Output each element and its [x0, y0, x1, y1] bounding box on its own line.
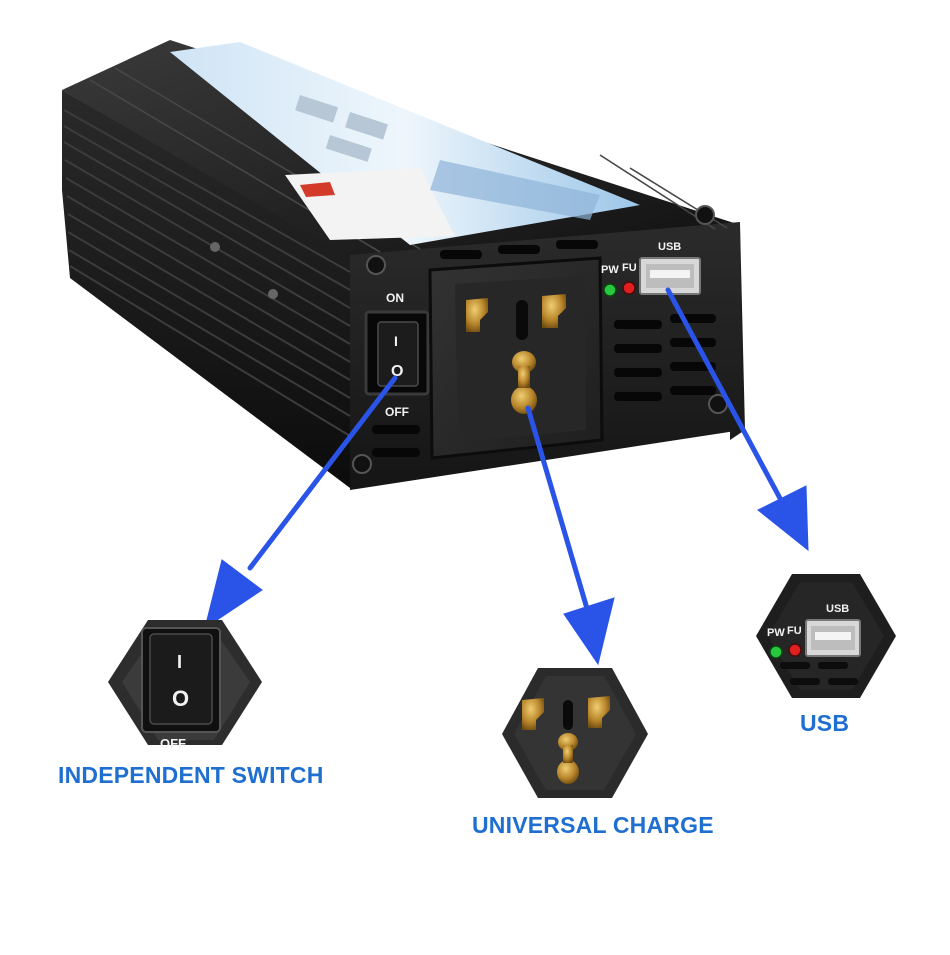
zoom-universal-outlet: [502, 668, 648, 798]
switch-on-symbol: I: [394, 333, 398, 349]
caption-usb: USB: [800, 710, 850, 736]
zoom-switch-off-label: OFF: [160, 736, 186, 751]
arrow-head-universal: [563, 597, 615, 666]
usb-port[interactable]: [639, 257, 701, 295]
zoom-switch-on-symbol: I: [177, 652, 182, 672]
caption-independent-switch: INDEPENDENT SWITCH: [58, 762, 324, 788]
universal-outlet[interactable]: [428, 256, 604, 460]
usb-label: USB: [658, 241, 681, 253]
fault-led: [622, 281, 636, 295]
power-led: [603, 283, 617, 297]
zoom-switch-off-symbol: O: [172, 686, 189, 711]
inverter-side-panel: [62, 90, 350, 488]
fu-label: FU: [622, 262, 637, 274]
zoom-usb: USB PW FU: [756, 574, 896, 698]
arrow-head-usb: [757, 485, 809, 552]
screw: [366, 255, 386, 275]
switch-on-label: ON: [386, 291, 404, 305]
zoom-fault-led: [788, 643, 802, 657]
callout-arrows: [204, 287, 809, 666]
pw-label: PW: [601, 264, 619, 276]
screw: [352, 454, 372, 474]
front-panel-controls: ON I O OFF PW FU USB: [352, 205, 728, 474]
rocker-switch[interactable]: I O: [364, 310, 430, 396]
zoom-fu-label: FU: [787, 625, 802, 637]
zoom-pw-label: PW: [767, 627, 785, 639]
caption-universal-charge: UNIVERSAL CHARGE: [472, 812, 714, 838]
switch-off-label: OFF: [385, 405, 409, 419]
zoom-switch: I O OFF: [108, 620, 262, 751]
zoom-power-led: [769, 645, 783, 659]
arrow-head-switch: [204, 559, 263, 630]
screw: [695, 205, 715, 225]
zoom-usb-label: USB: [826, 603, 849, 615]
